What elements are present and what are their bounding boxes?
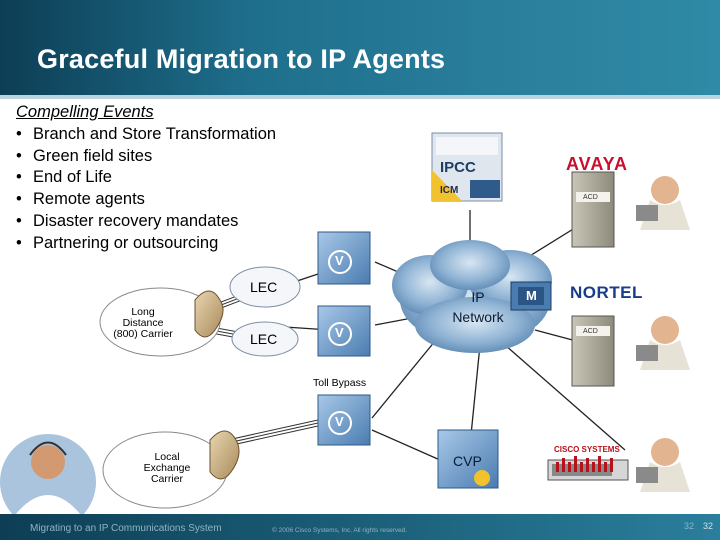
- long-distance-label: Long Distance (800) Carrier: [108, 307, 178, 340]
- long-distance-line: Distance: [122, 317, 164, 329]
- title-bar-strip: [0, 95, 720, 99]
- local-exchange-line: Carrier: [150, 473, 184, 485]
- router-icon: [317, 231, 371, 285]
- lec-label-mid: LEC: [250, 331, 278, 347]
- router-v-label: V: [335, 414, 344, 429]
- nortel-logo: NORTEL: [570, 283, 643, 302]
- lec-cloud-top: [229, 266, 301, 308]
- ip-network-cloud: [392, 240, 552, 353]
- slide-title: Graceful Migration to IP Agents: [37, 44, 446, 74]
- events-heading: Compelling Events: [16, 103, 154, 121]
- toll-bypass-label: Toll Bypass: [313, 377, 367, 389]
- long-distance-cloud: [99, 287, 224, 357]
- event-item: Partnering or outsourcing: [16, 233, 276, 255]
- footer-page-number: 32: [703, 521, 714, 531]
- event-item: Remote agents: [16, 189, 276, 211]
- ipcc-server: [431, 132, 503, 202]
- footer-bar: [0, 514, 720, 540]
- long-distance-line: (800) Carrier: [113, 328, 173, 340]
- avaya-logo: AVAYA: [566, 154, 629, 174]
- event-item: Green field sites: [16, 146, 276, 168]
- cisco-logo: CISCO SYSTEMS: [554, 445, 620, 454]
- lec-label-top: LEC: [250, 279, 278, 295]
- long-distance-line: Long: [131, 306, 155, 318]
- event-item: Disaster recovery mandates: [16, 211, 276, 233]
- local-exchange-label: Local Exchange Carrier: [132, 452, 202, 485]
- ipcc-label: IPCC: [440, 159, 476, 176]
- router-icon: [317, 305, 371, 357]
- acd-label: ACD: [583, 194, 598, 201]
- footer-copyright: © 2006 Cisco Systems, Inc. All rights re…: [272, 527, 408, 534]
- router-v-label: V: [335, 253, 344, 268]
- agent-avatar: [630, 430, 710, 500]
- cisco-logo-bars: [556, 456, 613, 472]
- cvp-server: [437, 429, 499, 489]
- title-bar: [0, 0, 720, 95]
- acd-label: ACD: [583, 328, 598, 335]
- acd-cabinet: [571, 315, 615, 387]
- router-icon: [317, 394, 371, 446]
- agent-avatar: [630, 165, 710, 245]
- local-exchange-cloud: [102, 430, 240, 509]
- local-exchange-line: Exchange: [143, 462, 191, 474]
- router-v-label: V: [335, 325, 344, 340]
- local-exchange-line: Local: [154, 451, 180, 463]
- compelling-events-list: Compelling Events Branch and Store Trans…: [16, 102, 276, 255]
- event-item: End of Life: [16, 167, 276, 189]
- icm-label: ICM: [440, 185, 459, 196]
- remote-agent-photo: [0, 434, 96, 530]
- ip-network-label-line2: Network: [452, 309, 504, 325]
- acd-cabinet: [571, 171, 615, 248]
- call-manager-label: M: [526, 288, 537, 303]
- cvp-label: CVP: [453, 453, 482, 469]
- event-item: Branch and Store Transformation: [16, 124, 276, 146]
- ip-network-label-line1: IP: [471, 289, 485, 305]
- lec-cloud-mid: [231, 321, 299, 357]
- call-manager-icon: [510, 281, 552, 311]
- footer-presentation-title: Migrating to an IP Communications System: [30, 523, 222, 534]
- agent-avatar: [630, 305, 710, 385]
- footer-page-faded: 32: [684, 521, 695, 531]
